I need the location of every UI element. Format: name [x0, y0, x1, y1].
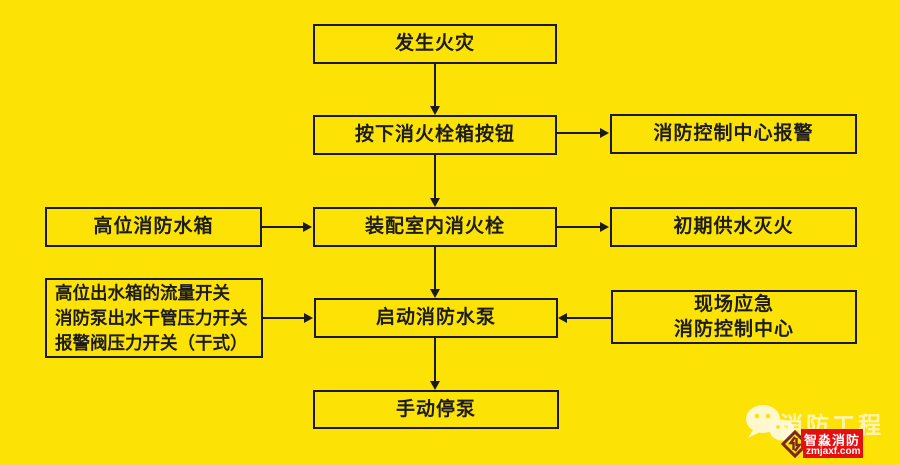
arrowhead-right-icon — [600, 222, 609, 232]
node-pressure-flow-switches: 高位出水箱的流量开关 消防泵出水干管压力开关 报警阀压力开关（干式） — [45, 278, 263, 358]
arrowhead-down-icon — [430, 106, 440, 115]
node-label: 装配室内消火栓 — [364, 216, 505, 238]
arrow-fire-to-press — [434, 63, 436, 107]
node-label: 启动消防水泵 — [375, 307, 496, 329]
node-label-line: 高位出水箱的流量开关 — [55, 282, 230, 303]
arrow-press-to-hydrant — [434, 155, 436, 199]
arrow-hydrant-to-pump — [434, 247, 436, 290]
arrow-switches-to-pump — [263, 317, 305, 319]
arrow-hydrant-to-supply — [557, 226, 601, 228]
node-label: 按下消火栓箱按钮 — [354, 124, 515, 146]
arrowhead-down-icon — [430, 381, 440, 390]
watermark-brand-url: zmjaxf.com — [803, 446, 864, 458]
arrowhead-right-icon — [304, 313, 313, 323]
node-press-hydrant-button: 按下消火栓箱按钮 — [313, 115, 557, 155]
node-manual-pump-stop: 手动停泵 — [313, 390, 559, 429]
watermark-brand-name: 智淼消防 — [801, 429, 864, 450]
node-label-line: 报警阀压力开关（干式） — [55, 332, 248, 353]
node-label-line: 消防控制中心 — [673, 319, 794, 340]
arrowhead-down-icon — [430, 198, 440, 207]
arrow-pump-to-stop — [434, 338, 436, 382]
node-label-line: 消防泵出水干管压力开关 — [55, 307, 248, 328]
arrowhead-right-icon — [600, 128, 609, 138]
arrow-press-to-alarm — [557, 132, 601, 134]
node-assemble-indoor-hydrant: 装配室内消火栓 — [313, 207, 557, 247]
wechat-icon — [743, 403, 797, 450]
node-label: 手动停泵 — [395, 398, 476, 420]
node-label: 高位消防水箱 — [93, 216, 214, 238]
node-control-center-alarm: 消防控制中心报警 — [610, 114, 857, 154]
arrow-emergency-to-pump — [567, 317, 611, 319]
arrowhead-left-icon — [558, 313, 567, 323]
node-onsite-emergency: 现场应急 消防控制中心 — [611, 290, 857, 344]
arrow-tank-to-hydrant — [262, 226, 304, 228]
node-label: 发生火灾 — [394, 33, 475, 55]
node-high-level-water-tank: 高位消防水箱 — [45, 207, 262, 247]
node-label: 消防控制中心报警 — [653, 123, 814, 145]
node-initial-water-supply: 初期供水灭火 — [610, 207, 857, 247]
arrowhead-down-icon — [430, 289, 440, 298]
node-label: 初期供水灭火 — [673, 216, 794, 238]
node-label-line: 现场应急 — [693, 294, 774, 315]
node-start-fire-pump: 启动消防水泵 — [314, 298, 558, 338]
node-fire-occurs: 发生火灾 — [313, 24, 557, 64]
arrowhead-right-icon — [303, 222, 312, 232]
